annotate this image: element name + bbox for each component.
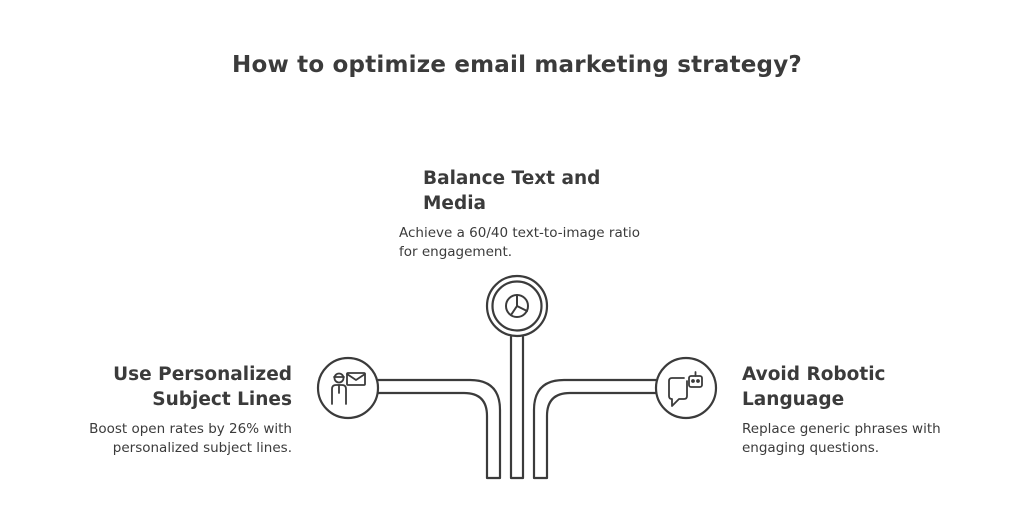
right-node-heading: Avoid Robotic Language xyxy=(742,364,886,410)
robot-chat-icon xyxy=(668,371,703,407)
right-connector xyxy=(532,378,658,480)
right-node xyxy=(654,356,718,420)
center-node xyxy=(485,274,549,338)
right-node-description: Replace generic phrases with engaging qu… xyxy=(742,421,941,456)
center-connector xyxy=(509,335,525,480)
person-email-icon xyxy=(331,372,366,405)
left-node-description: Boost open rates by 26% with personalize… xyxy=(89,421,292,456)
page-title: How to optimize email marketing strategy… xyxy=(232,52,802,78)
pie-chart-icon xyxy=(505,294,529,318)
left-node xyxy=(316,356,380,420)
left-connector xyxy=(376,378,502,480)
left-node-heading: Use Personalized Subject Lines xyxy=(113,364,292,410)
center-node-heading: Balance Text and Media xyxy=(423,168,601,214)
center-node-description: Achieve a 60/40 text-to-image ratio for … xyxy=(399,225,641,260)
